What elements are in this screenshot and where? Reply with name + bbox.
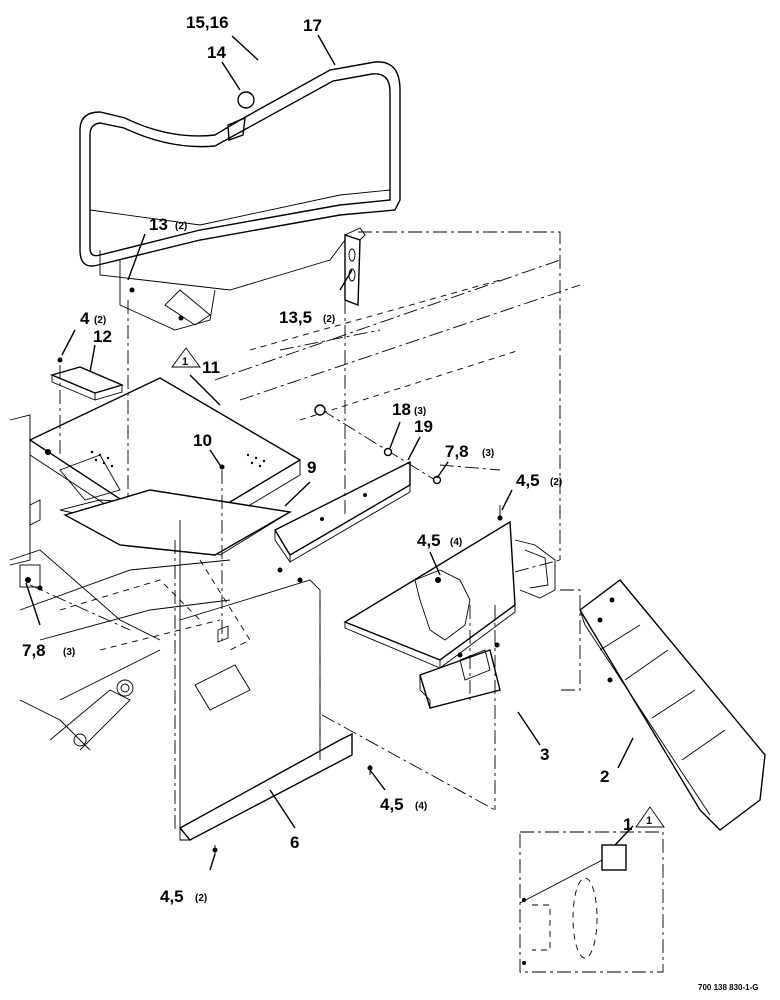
svg-text:(2): (2) — [94, 315, 106, 326]
svg-text:6: 6 — [290, 833, 299, 852]
svg-text:10: 10 — [193, 431, 212, 450]
callout-1: 1 1 — [623, 806, 665, 834]
svg-text:4,5: 4,5 — [380, 795, 404, 814]
svg-text:7,8: 7,8 — [22, 641, 46, 660]
callout-18: 18 (3) — [392, 400, 426, 419]
svg-text:(3): (3) — [414, 406, 426, 417]
svg-text:(4): (4) — [450, 537, 462, 548]
callout-19: 19 — [414, 417, 433, 436]
svg-text:14: 14 — [207, 43, 226, 62]
callout-9: 9 — [307, 458, 316, 477]
seat-back-assembly-17 — [79, 61, 401, 331]
svg-text:4,5: 4,5 — [516, 471, 540, 490]
bracket-19 — [274, 460, 411, 563]
callout-14: 14 — [207, 43, 226, 62]
svg-text:(2): (2) — [175, 221, 187, 232]
svg-text:15,16: 15,16 — [186, 13, 229, 32]
callout-4: 4 (2) — [80, 309, 106, 328]
svg-text:(2): (2) — [550, 477, 562, 488]
svg-text:12: 12 — [93, 327, 112, 346]
callout-11: 1 11 — [171, 347, 220, 377]
revision-triangle-icon — [171, 347, 201, 368]
svg-text:2: 2 — [600, 767, 609, 786]
svg-text:1: 1 — [646, 815, 652, 827]
callout-10: 10 — [193, 431, 212, 450]
svg-text:(3): (3) — [482, 448, 494, 459]
step-ladder-2 — [579, 579, 766, 831]
callout-13-5: 13,5 (2) — [279, 308, 335, 327]
console-assembly-3 — [343, 515, 556, 709]
revision-triangle-icon — [635, 806, 665, 828]
callout-4-5-lower-left: 4,5 (2) — [160, 887, 207, 906]
callout-4-5-lower-right: 4,5 (4) — [380, 795, 427, 814]
callout-17: 17 — [303, 16, 322, 35]
leader-lines — [25, 34, 634, 871]
callout-13: 13 (2) — [149, 215, 187, 234]
callout-15-16: 15,16 — [186, 13, 229, 32]
svg-text:(2): (2) — [323, 314, 335, 325]
callout-2: 2 — [600, 767, 609, 786]
callout-7-8-upper: 7,8 (3) — [445, 442, 494, 461]
svg-text:9: 9 — [307, 458, 316, 477]
hardware-fasteners — [212, 404, 503, 853]
svg-text:11: 11 — [202, 358, 220, 377]
svg-text:4,5: 4,5 — [417, 531, 441, 550]
assembly-center-lines — [29, 231, 581, 855]
svg-text:4: 4 — [80, 309, 90, 328]
drawing-number: 700 138 830-1-G — [698, 983, 759, 992]
svg-text:7,8: 7,8 — [445, 442, 469, 461]
svg-text:18: 18 — [392, 400, 411, 419]
svg-text:3: 3 — [540, 745, 549, 764]
callout-3: 3 — [540, 745, 549, 764]
svg-text:17: 17 — [303, 16, 322, 35]
callout-4-5-upper: 4,5 (2) — [516, 471, 562, 490]
svg-text:1: 1 — [623, 815, 632, 834]
callout-12: 12 — [93, 327, 112, 346]
plate-12 — [49, 357, 125, 401]
callout-4-5-middle: 4,5 (4) — [417, 531, 462, 550]
svg-text:13: 13 — [149, 215, 168, 234]
svg-text:13,5: 13,5 — [279, 308, 312, 327]
svg-text:1: 1 — [182, 356, 188, 368]
angle-6 — [178, 732, 353, 841]
svg-text:(4): (4) — [415, 801, 427, 812]
callout-6: 6 — [290, 833, 299, 852]
svg-text:(3): (3) — [63, 647, 75, 658]
svg-text:(2): (2) — [195, 893, 207, 904]
svg-text:19: 19 — [414, 417, 433, 436]
machine-frame-background — [9, 259, 581, 751]
plate-9 — [63, 489, 293, 556]
inset-detail-view — [519, 831, 664, 973]
callout-7-8-lower: 7,8 (3) — [22, 641, 75, 660]
svg-text:4,5: 4,5 — [160, 887, 184, 906]
